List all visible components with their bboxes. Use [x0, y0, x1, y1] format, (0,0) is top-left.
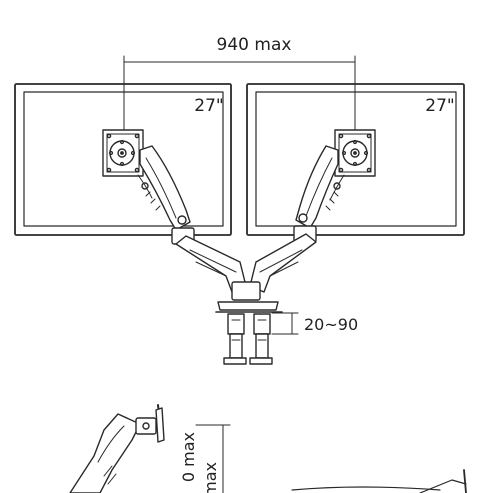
gas-spring-arm-left	[137, 145, 195, 245]
side-view-height-dimension	[195, 424, 231, 493]
side-view-height-label: 0 max	[179, 432, 198, 482]
clamp-dimension-line	[271, 312, 299, 335]
side-view-right-fragment	[291, 469, 467, 493]
vesa-plate-right	[334, 129, 376, 177]
side-view-arm	[69, 404, 165, 493]
clamp-dimension-label: 20~90	[304, 315, 358, 334]
gas-spring-arm-right	[293, 145, 345, 243]
monitor-left-size-label: 27"	[194, 96, 223, 116]
span-dimension-label: 940 max	[217, 35, 292, 55]
side-view-height-label-2: max	[201, 462, 220, 493]
monitor-right-size-label: 27"	[425, 96, 454, 116]
span-dimension-line	[123, 55, 356, 151]
mount-base	[215, 281, 283, 313]
desk-clamp	[223, 313, 273, 365]
vesa-plate-left	[102, 129, 144, 177]
